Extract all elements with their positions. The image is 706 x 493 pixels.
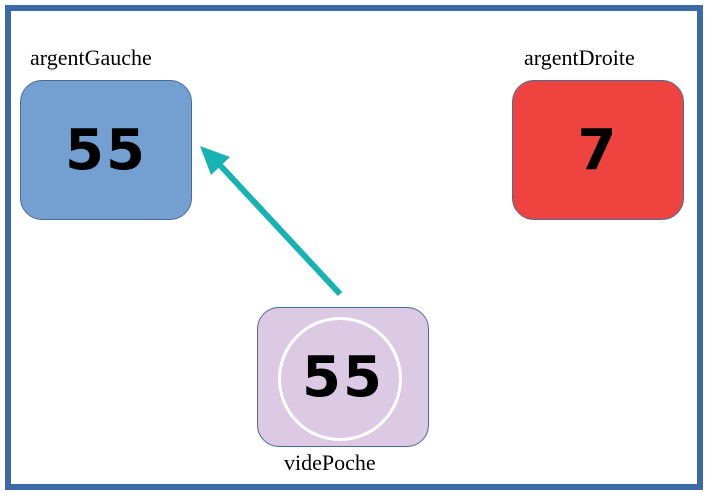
vide-poche-box: 55 <box>257 307 429 447</box>
argent-gauche-box: 55 <box>20 80 192 220</box>
argent-gauche-value: 55 <box>65 117 147 183</box>
argent-droite-label: argentDroite <box>524 45 635 70</box>
argent-gauche-label: argentGauche <box>30 45 152 70</box>
vide-poche-value: 55 <box>302 344 384 410</box>
vide-poche-label: videPoche <box>284 450 376 475</box>
argent-droite-box: 7 <box>512 80 684 220</box>
vide-poche-ring <box>278 317 402 441</box>
argent-droite-value: 7 <box>577 117 619 183</box>
